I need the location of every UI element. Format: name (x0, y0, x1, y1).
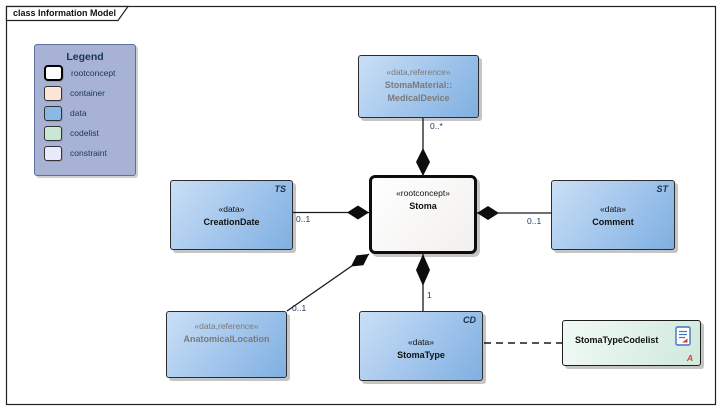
node-name: Stoma (409, 201, 437, 211)
multiplicity-anatomicallocation: 0..1 (292, 303, 307, 313)
composition-diamond-top (416, 148, 430, 176)
stereotype-label: «data» (600, 204, 626, 214)
stereotype-label: «data,reference» (386, 67, 451, 77)
rootconcept-swatch (44, 65, 63, 81)
stereotype-label: «data» (408, 337, 434, 347)
node-name: StomaType (397, 350, 445, 360)
datatype-marker: ST (656, 184, 668, 194)
node-stomatype[interactable]: CD «data» StomaType (359, 311, 483, 381)
multiplicity-medicaldevice: 0..* (430, 121, 443, 131)
codelist-document-icon (675, 326, 691, 346)
codelist-badge: A (686, 353, 693, 363)
legend-panel: Legend rootconcept container data codeli… (34, 44, 136, 176)
composition-diamond-right (477, 206, 499, 220)
node-stomatypecodelist[interactable]: StomaTypeCodelist A (562, 320, 701, 366)
legend-item-rootconcept: rootconcept (44, 63, 135, 83)
node-stomamaterial-medicaldevice[interactable]: «data,reference» StomaMaterial:: Medical… (358, 55, 479, 118)
composition-diamond-left (347, 205, 369, 220)
datatype-marker: TS (274, 184, 286, 194)
node-creationdate[interactable]: TS «data» CreationDate (170, 180, 293, 250)
node-name: Comment (592, 217, 634, 227)
legend-item-label: rootconcept (71, 68, 116, 78)
multiplicity-creationdate: 0..1 (296, 214, 311, 224)
node-stoma[interactable]: «rootconcept» Stoma (369, 175, 477, 254)
legend-item-label: constraint (70, 148, 107, 158)
legend-item-data: data (44, 103, 135, 123)
node-anatomicallocation[interactable]: «data,reference» AnatomicalLocation (166, 311, 287, 378)
container-swatch (44, 85, 62, 101)
diagram-frame-title: class Information Model (13, 8, 117, 18)
data-swatch (44, 105, 62, 121)
legend-item-constraint: constraint (44, 143, 135, 163)
legend-item-codelist: codelist (44, 123, 135, 143)
datatype-marker: CD (463, 315, 476, 325)
node-name: StomaMaterial:: (384, 80, 453, 90)
composition-diamond-bottom (416, 254, 430, 286)
codelist-swatch (44, 125, 62, 141)
multiplicity-stomatype: 1 (427, 290, 432, 300)
legend-item-label: data (70, 108, 87, 118)
node-name: AnatomicalLocation (183, 334, 270, 344)
stereotype-label: «rootconcept» (396, 188, 450, 198)
node-name: CreationDate (203, 217, 260, 227)
composition-diamond-diagonal (350, 254, 369, 267)
stereotype-label: «data» (218, 204, 245, 214)
legend-item-container: container (44, 83, 135, 103)
legend-title: Legend (66, 51, 104, 63)
node-name: MedicalDevice (387, 93, 450, 103)
node-name: StomaTypeCodelist (575, 335, 659, 345)
legend-item-label: codelist (70, 128, 99, 138)
constraint-swatch (44, 145, 62, 161)
node-comment[interactable]: ST «data» Comment (551, 180, 675, 250)
legend-item-label: container (70, 88, 105, 98)
multiplicity-comment: 0..1 (527, 216, 542, 226)
stereotype-label: «data,reference» (194, 321, 259, 331)
